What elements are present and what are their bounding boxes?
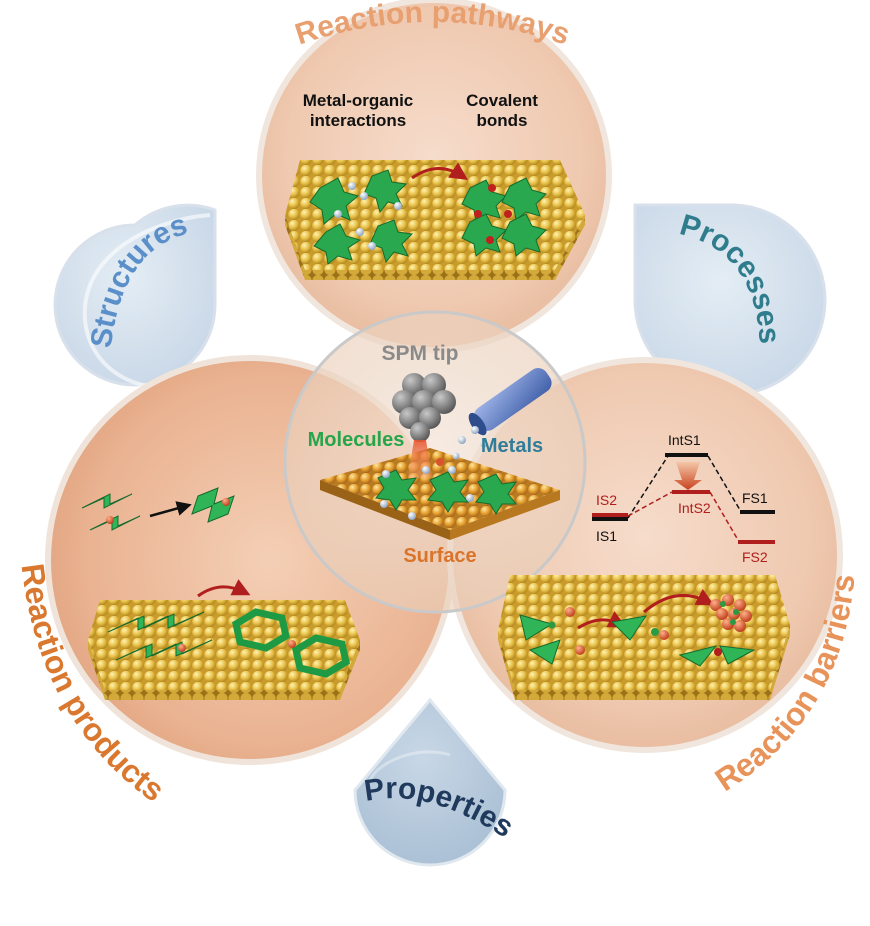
- is1-label: IS1: [596, 528, 617, 544]
- products-arrow: [149, 501, 192, 518]
- center-molecules: [375, 458, 518, 520]
- metal-organic-label-line2: interactions: [310, 111, 406, 130]
- fs1-label: FS1: [742, 490, 768, 506]
- products-chain-molecules: [107, 611, 213, 661]
- products-zigzag-molecules: [81, 487, 235, 531]
- properties-drop: [353, 697, 507, 867]
- barriers-surface-slab: [498, 575, 790, 700]
- products-surface-slab: [88, 600, 360, 700]
- ints1-label: IntS1: [668, 432, 701, 448]
- pathways-arrow: [411, 162, 468, 180]
- metal-organic-label-line1: Metal-organic: [303, 91, 414, 110]
- products-arrow-red: [197, 579, 251, 598]
- metals-label: Metals: [481, 435, 543, 457]
- spm-tip-icon: [392, 373, 456, 442]
- barriers-molecules: [519, 588, 756, 667]
- barriers-cluster: [710, 594, 752, 632]
- is2-label: IS2: [596, 492, 617, 508]
- surface-label: Surface: [403, 545, 476, 567]
- covalent-label-line1: Covalent: [466, 91, 538, 110]
- products-ring-molecules: [232, 608, 350, 678]
- covalent-label-line2: bonds: [477, 111, 528, 130]
- spm-tip-label: SPM tip: [382, 342, 459, 365]
- ints2-label: IntS2: [678, 500, 711, 516]
- pathways-covalent-molecules: [461, 177, 547, 257]
- molecules-label: Molecules: [308, 429, 405, 451]
- fs2-label: FS2: [742, 549, 768, 565]
- energy-diagram: [592, 453, 775, 544]
- pathways-metal-organic-molecules: [309, 169, 414, 265]
- metal-source-tube-icon: [452, 368, 552, 460]
